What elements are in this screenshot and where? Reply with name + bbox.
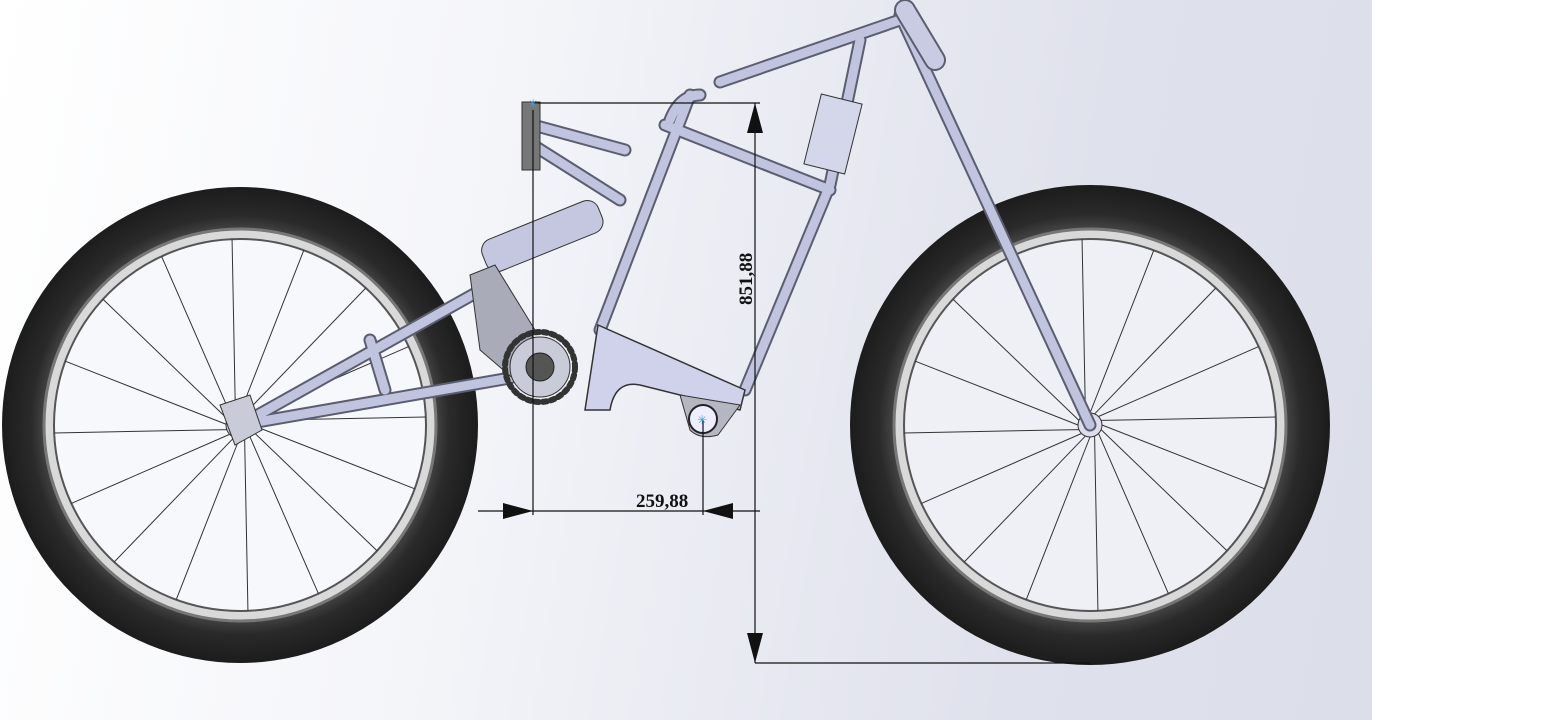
spoke [952,298,1080,421]
spoke [102,298,230,421]
dimension-lines [478,102,1090,664]
spoke [963,435,1086,563]
spoke [248,433,319,594]
vertical-dimension-label[interactable]: 851,88 [736,253,757,305]
spoke [915,360,1079,426]
spoke [161,256,232,417]
origin-point-icon: ✳ [528,97,538,111]
spoke [239,250,305,414]
spoke [250,429,378,552]
frame [219,0,1097,446]
spoke [1081,239,1086,414]
spoke [231,239,236,414]
spoke [1094,287,1217,415]
spoke [1101,416,1276,421]
spoke [113,435,236,563]
spoke [1098,346,1259,417]
spoke [65,360,229,426]
spoke [1089,250,1155,414]
spoke [921,433,1082,504]
spoke [244,436,249,611]
spoke [1025,436,1091,600]
spoke [1100,429,1228,552]
spoke [244,287,367,415]
spoke [1101,424,1265,490]
spoke [54,429,229,434]
spoke [251,424,415,490]
horizontal-dimension-label[interactable]: 259,88 [636,491,688,512]
pivot-point-icon: ✳ [697,413,707,427]
spoke [1094,436,1099,611]
spoke [71,433,232,504]
spoke [904,429,1079,434]
spoke [175,436,241,600]
blank-margin [1372,0,1555,720]
spoke [1098,433,1169,594]
